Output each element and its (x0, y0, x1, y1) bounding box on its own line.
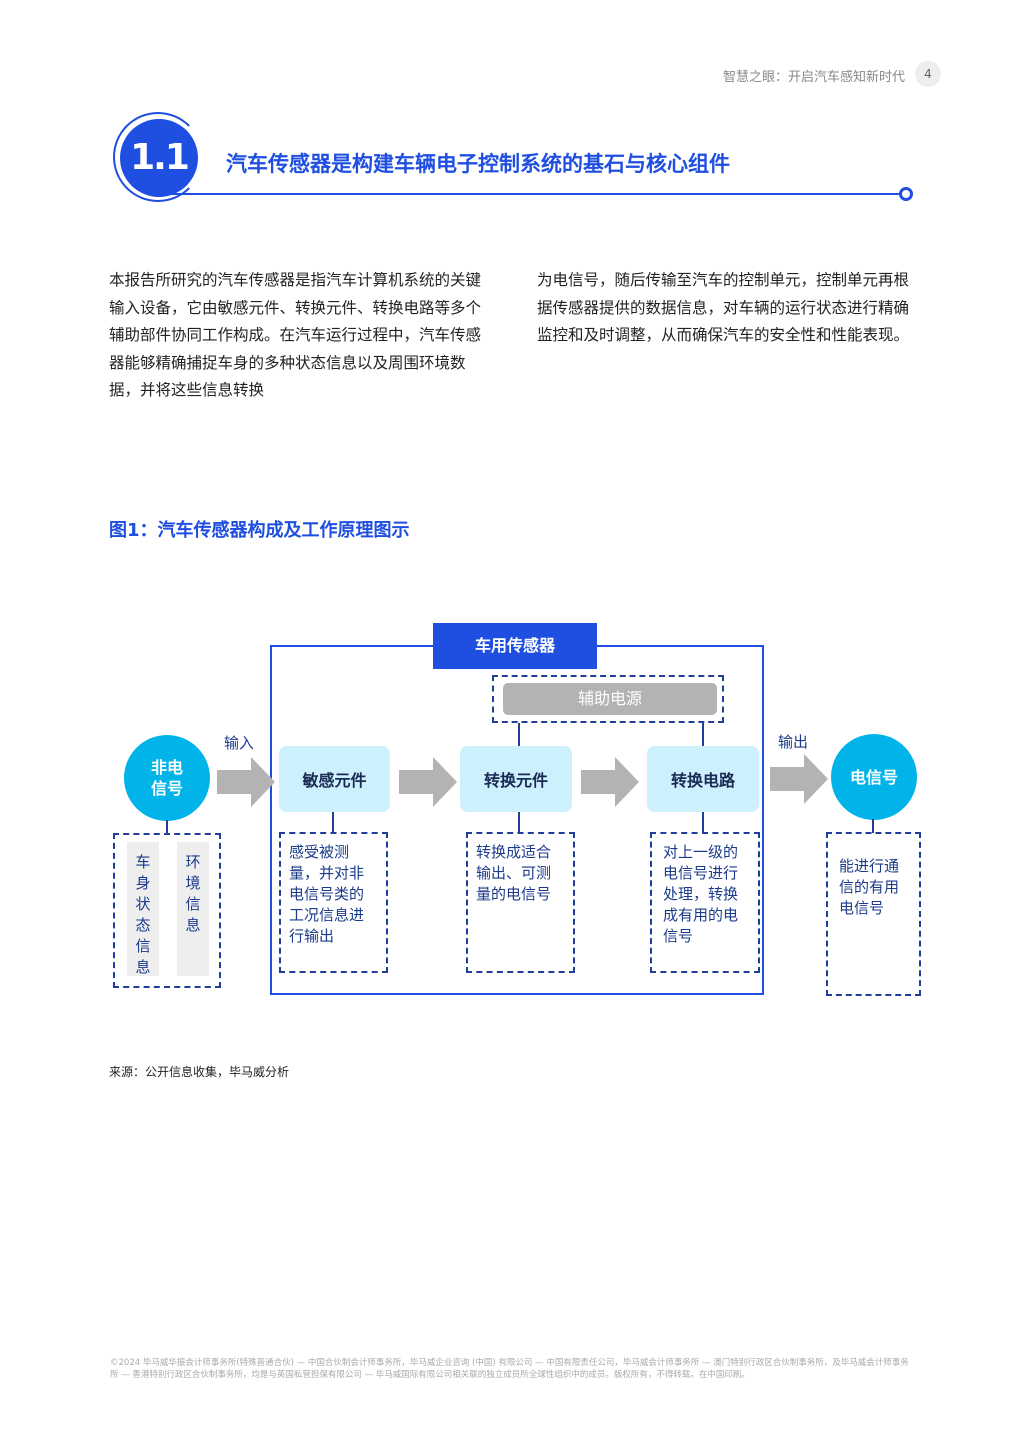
stage-circuit-desc: 对上一级的电信号进行处理，转换成有用的电信号 (650, 832, 760, 973)
input-items-box (113, 833, 221, 988)
body-column-1: 本报告所研究的汽车传感器是指汽车计算机系统的关键输入设备，它由敏感元件、转换元件… (109, 271, 482, 399)
figure-caption: 图1：汽车传感器构成及工作原理图示 (109, 520, 410, 541)
copyright-footer: ©2024 毕马威华振会计师事务所(特殊普通合伙) — 中国合伙制会计师事务所，… (110, 1358, 909, 1380)
stage-conversion-circuit: 转换电路 (647, 746, 759, 812)
input-node: 非电 信号 (124, 735, 210, 821)
input-item-environment: 环 境 信 息 (177, 842, 209, 976)
section-title: 汽车传感器是构建车辆电子控制系统的基石与核心组件 (226, 152, 730, 176)
power-dashed-box (492, 675, 724, 723)
arrow-right-icon (770, 754, 828, 804)
connector (166, 820, 168, 834)
stage-conversion-element: 转换元件 (460, 746, 572, 812)
connector (702, 723, 704, 746)
page-number: 4 (915, 61, 941, 87)
sensor-frame-title: 车用传感器 (433, 623, 597, 669)
divider-end-dot (899, 187, 913, 201)
section-number: 1.1 (120, 119, 198, 197)
running-title: 智慧之眼：开启汽车感知新时代 (722, 70, 905, 85)
output-node: 电信号 (831, 734, 917, 820)
arrow-right-icon (217, 757, 275, 807)
connector (518, 723, 520, 746)
arrow-right-icon (581, 757, 639, 807)
input-item-body-state: 车 身 状 态 信 息 (127, 842, 159, 976)
section-divider (160, 193, 902, 195)
output-label: 输出 (778, 733, 809, 751)
output-desc: 能进行通信的有用电信号 (826, 832, 921, 996)
body-column-2: 为电信号，随后传输至汽车的控制单元，控制单元再根据传感器提供的数据信息，对车辆的… (537, 271, 910, 344)
stage-sensing-desc: 感受被测量，并对非电信号类的工况信息进行输出 (279, 832, 388, 973)
connector (518, 812, 520, 833)
input-label: 输入 (224, 734, 255, 752)
connector (332, 812, 334, 833)
arrow-right-icon (399, 757, 457, 807)
section-badge-ring (113, 112, 203, 202)
stage-conversion-desc: 转换成适合输出、可测量的电信号 (466, 832, 575, 973)
stage-sensing-element: 敏感元件 (279, 746, 390, 812)
auxiliary-power: 辅助电源 (503, 683, 717, 715)
source-note: 来源：公开信息收集，毕马威分析 (109, 1065, 290, 1079)
connector (872, 819, 874, 833)
connector (702, 812, 704, 833)
